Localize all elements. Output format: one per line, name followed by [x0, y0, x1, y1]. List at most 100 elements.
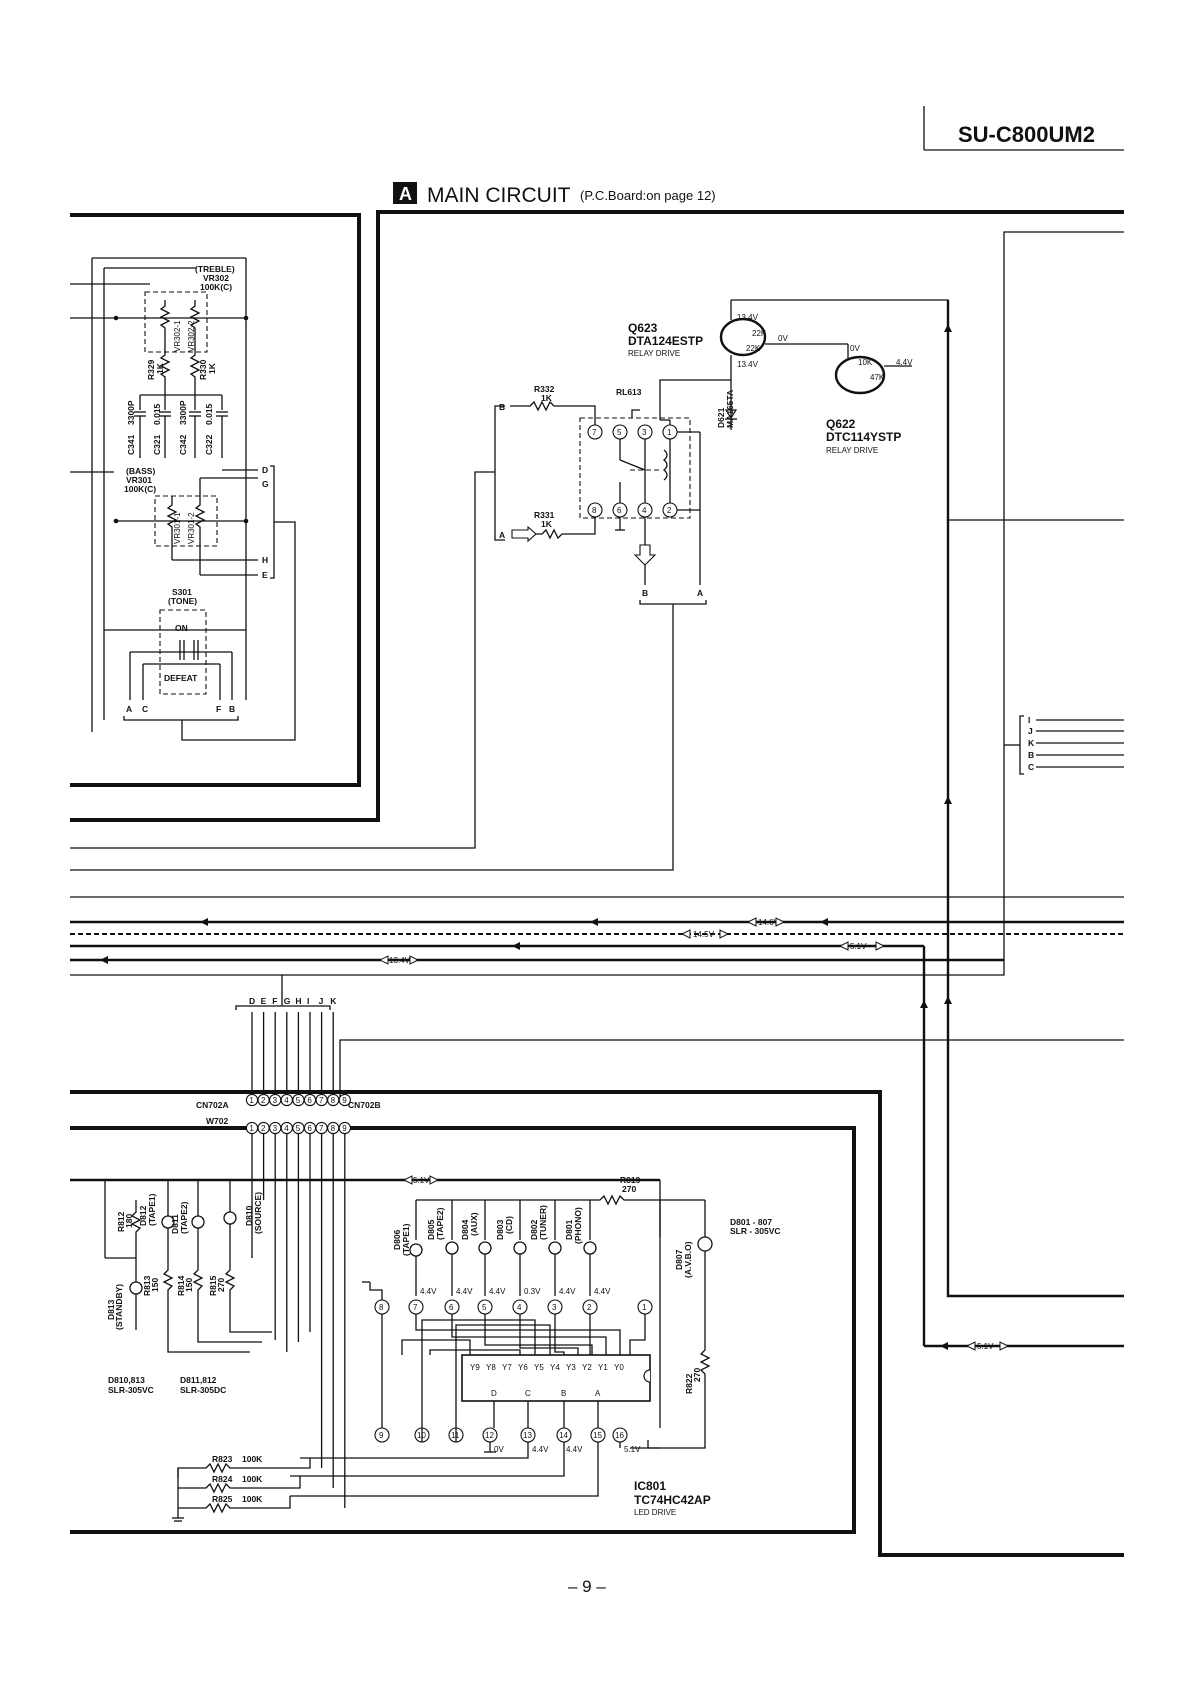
- ic801-top-voltage-4: 0.3V: [524, 1287, 541, 1296]
- r331-value: 1K: [541, 519, 553, 529]
- ic801-wiring: [290, 1314, 660, 1497]
- s301-on: ON: [175, 623, 188, 633]
- r329-label: R329: [146, 359, 156, 380]
- connector-letter-i: I: [307, 996, 309, 1006]
- c321-label: C321: [152, 434, 162, 455]
- r812-value: 180: [124, 1214, 134, 1228]
- note-d810-813: D810,813: [108, 1375, 145, 1385]
- note-d801-807: D801 - 807: [730, 1217, 772, 1227]
- r822-value: 270: [692, 1368, 702, 1382]
- d801-label: D801: [564, 1219, 574, 1240]
- rl613-pin-6: 6: [617, 506, 622, 515]
- q623-ref: Q623: [628, 321, 658, 335]
- note-d811-812-part: SLR-305DC: [180, 1385, 226, 1395]
- cn702-pin-label-7: 7: [319, 1096, 324, 1105]
- vr302-2-label: VR302-2: [187, 320, 196, 352]
- vr302-value: 100K(C): [200, 282, 232, 292]
- connector-letter-k: K: [330, 996, 337, 1006]
- ic801-out-y6: Y6: [518, 1363, 528, 1372]
- cn702-pin-9: [338, 1093, 351, 1107]
- ic801-out-y4: Y4: [550, 1363, 560, 1372]
- r823-value: 100K: [242, 1454, 263, 1464]
- ic801-pin-label-15: 15: [593, 1431, 602, 1440]
- d621-label: D621: [716, 407, 726, 428]
- right-letter-i: I: [1028, 715, 1030, 725]
- w702-pin-label-3: 3: [273, 1124, 278, 1133]
- d811-name: (TAPE2): [179, 1201, 189, 1234]
- relay-in-b: B: [499, 402, 505, 412]
- ic801-top-voltage-5: 4.4V: [559, 1287, 576, 1296]
- ic801-bottom-voltage-1: 0V: [494, 1445, 504, 1454]
- r813-value: 150: [150, 1278, 160, 1292]
- w702-label: W702: [206, 1116, 228, 1126]
- ic801-top-voltage-6: 4.4V: [594, 1287, 611, 1296]
- tone-letter-g: G: [262, 479, 269, 489]
- q622-ref: Q622: [826, 417, 856, 431]
- c321-value: 0.015: [152, 403, 162, 425]
- ic801-out-y7: Y7: [502, 1363, 512, 1372]
- note-d811-812: D811,812: [180, 1375, 217, 1385]
- cn702-pin-label-1: 1: [249, 1096, 254, 1105]
- section-name: MAIN CIRCUIT: [427, 184, 571, 207]
- ic801-pin-label-14: 14: [559, 1431, 568, 1440]
- connector-letter-j: J: [319, 996, 324, 1006]
- right-letter-k: K: [1028, 738, 1035, 748]
- r330-label: R330: [198, 359, 208, 380]
- right-bus: I J K B C: [70, 231, 1124, 1160]
- note-d810-813-part: SLR-305VC: [108, 1385, 154, 1395]
- ic801-in-c: C: [525, 1389, 531, 1398]
- w702-pin-label-2: 2: [261, 1124, 266, 1133]
- d807-name: (A.V.B.O): [683, 1241, 693, 1278]
- d810-label: D810: [244, 1205, 254, 1226]
- ic801-pin-label-6: 6: [449, 1303, 454, 1312]
- vr301-ref: VR301: [126, 475, 152, 485]
- r823-label: R823: [212, 1454, 233, 1464]
- d805-label: D805: [426, 1219, 436, 1240]
- ic801-top-voltage-1: 4.4V: [420, 1287, 437, 1296]
- ic801-role: LED DRIVE: [634, 1508, 676, 1517]
- q623-v-bot: 13.4V: [737, 360, 759, 369]
- d806-name: (TAPE1): [401, 1223, 411, 1256]
- cn702-pin-label-9: 9: [342, 1096, 347, 1105]
- led-section-left: 5.1V R812 180 D812 (TAPE1) D811 (TAPE2) …: [70, 1175, 660, 1395]
- s301-letter-f: F: [216, 704, 221, 714]
- q623-r1: 22K: [752, 329, 767, 338]
- note-d801-807-part: SLR - 305VC: [730, 1226, 781, 1236]
- q623-v-top: 13.4V: [737, 313, 759, 322]
- ic801-pin-label-16: 16: [615, 1431, 624, 1440]
- input-resistors: R823 100K R824 100K R825 100K: [172, 1454, 311, 1522]
- s301-letter-c: C: [142, 704, 148, 714]
- bus-14-6v: 14.6V: [758, 918, 780, 927]
- vr302-ref: VR302: [203, 273, 229, 283]
- ic801-pin-label-12: 12: [485, 1431, 494, 1440]
- ic801-bottom-voltage-4: 5.1V: [624, 1445, 641, 1454]
- d811-label: D811: [170, 1214, 180, 1234]
- s301-defeat: DEFEAT: [164, 673, 198, 683]
- q622-role: RELAY DRIVE: [826, 446, 878, 455]
- r331-label: R331: [534, 510, 555, 520]
- d802-label: D802: [529, 1219, 539, 1240]
- d813-label: D813: [106, 1299, 116, 1320]
- r819-value: 270: [622, 1184, 636, 1194]
- d812-label: D812: [138, 1205, 148, 1226]
- cn702-pin-label-4: 4: [284, 1096, 289, 1105]
- cn702-pin-label-2: 2: [261, 1096, 266, 1105]
- q622-v-col: 4.4V: [896, 358, 913, 367]
- ic801-top-voltage-3: 4.4V: [489, 1287, 506, 1296]
- right-letter-c: C: [1028, 762, 1034, 772]
- ic801-pin-label-8: 8: [379, 1303, 384, 1312]
- r819-label: R819: [620, 1175, 641, 1185]
- connector-letter-d: D: [249, 996, 255, 1006]
- c322-label: C322: [204, 434, 214, 455]
- rl613-pin-4: 4: [642, 506, 647, 515]
- section-badge: A: [399, 184, 412, 204]
- section-title: A MAIN CIRCUIT (P.C.Board:on page 12): [393, 182, 716, 207]
- w702-pin-label-5: 5: [296, 1124, 301, 1133]
- c341-label: C341: [126, 434, 136, 455]
- vr301-value: 100K(C): [124, 484, 156, 494]
- d801-name: (PHONO): [573, 1207, 583, 1244]
- r825-value: 100K: [242, 1494, 263, 1504]
- tone-letter-h: H: [262, 555, 268, 565]
- page-number: – 9 –: [568, 1577, 606, 1596]
- vr301-name: (BASS): [126, 466, 155, 476]
